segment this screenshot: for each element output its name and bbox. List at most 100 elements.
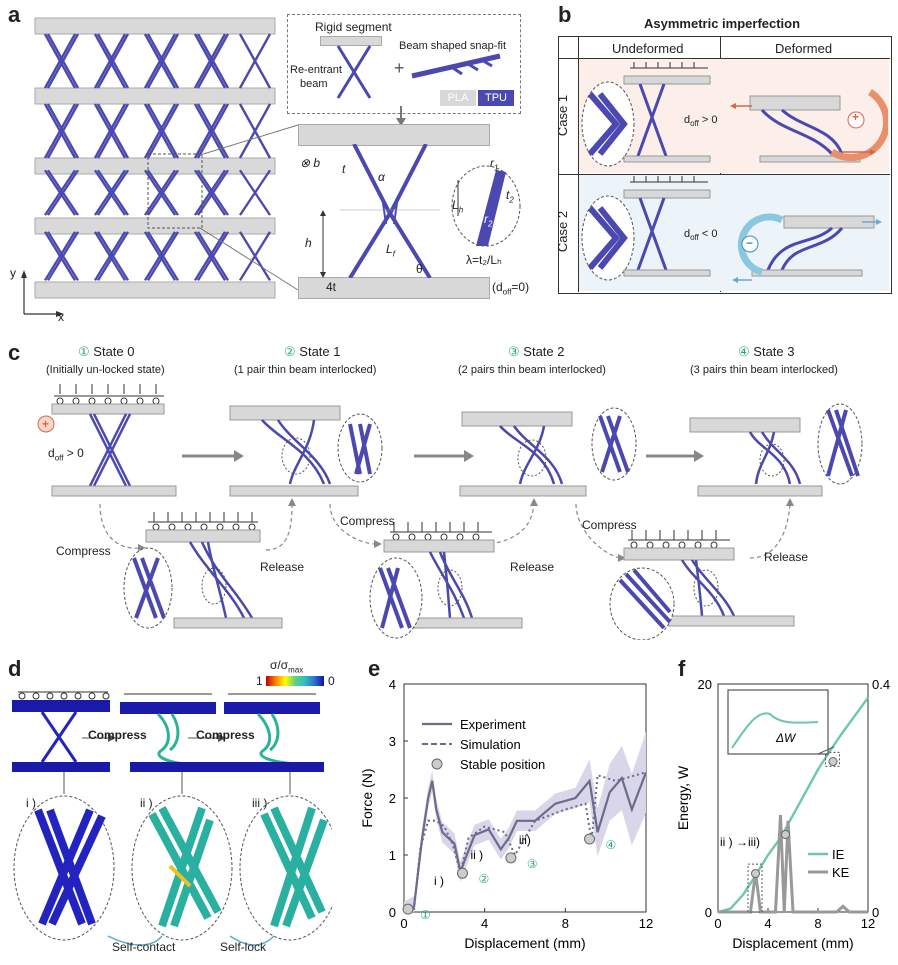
chart-e-point-label: iii)	[519, 833, 531, 847]
reentrant-label-2: beam	[300, 78, 328, 90]
state3-num: ④	[738, 344, 750, 359]
state2-name: State 2	[523, 344, 565, 359]
axis-x-label: x	[58, 310, 64, 324]
panel-b-case-col-line	[578, 36, 579, 292]
deformed-header: Deformed	[775, 41, 833, 56]
r1-label: r1	[490, 156, 498, 172]
case2-undeformed-sketch	[581, 176, 711, 281]
chart-f-legend-ke: KE	[832, 865, 850, 880]
colorbar-title-text: σ/σ	[270, 658, 289, 672]
lh-text: L	[452, 198, 459, 212]
unit-top-plate	[298, 124, 490, 146]
state0-doff-text: d	[48, 446, 55, 460]
lf-label-sub: f	[392, 249, 395, 259]
chart-f-xlabel: Displacement (mm)	[732, 935, 853, 951]
compress-label-d1: Compress	[88, 728, 147, 742]
case1-doff: doff > 0	[684, 114, 718, 128]
case1-label: Case 1	[555, 94, 571, 137]
chart-e-xtick-label: 8	[562, 916, 569, 931]
chart-e-legend-experiment: Experiment	[460, 717, 526, 732]
colorbar-title-sub: max	[288, 665, 304, 675]
panel-b-row-line	[558, 174, 890, 175]
t2-text: t	[506, 188, 510, 202]
tpu-swatch: TPU	[478, 90, 514, 106]
chart-f-xtick-label: 0	[714, 916, 721, 931]
lh-label: Lh	[452, 198, 463, 214]
chart-f-ylabel: Energy, W	[675, 765, 691, 830]
chart-f-zoom-box	[825, 751, 840, 767]
state0-plus: +	[42, 417, 50, 431]
chart-f-xtick-label: 4	[764, 916, 771, 931]
rigid-segment-swatch	[320, 36, 382, 46]
case2-doff-text: d	[684, 228, 691, 240]
panel-b-table	[558, 36, 892, 294]
r1-sub: 1	[494, 163, 499, 173]
lh-sub: h	[458, 205, 464, 215]
chart-e-point-label: i )	[434, 874, 444, 888]
chart-f-ytick-right-label: 0.4	[872, 677, 890, 692]
panel-a-zoom-lines	[200, 124, 299, 291]
panel-e-label: e	[368, 656, 381, 681]
pla-swatch: PLA	[440, 90, 476, 106]
chart-f-ytick-left-label: 0	[705, 905, 712, 920]
chart-f-marker-iii	[781, 829, 790, 839]
chart-e-point-label: ii )	[470, 848, 483, 862]
lambda-label: λ=t₂/Lₕ	[466, 253, 502, 267]
r1-text: r	[490, 156, 494, 170]
chart-f-xtick-label: 12	[861, 916, 875, 931]
chart-f-ytick-right-label: 0	[872, 905, 879, 920]
compress-label-2: Compress	[340, 514, 395, 528]
t2-sub: 2	[509, 195, 514, 205]
chart-e-stable-point	[584, 833, 596, 845]
chart-e-series-experiment	[403, 771, 648, 913]
compress-label-1: Compress	[56, 544, 111, 558]
chart-e-state-label: ①	[420, 908, 431, 922]
release-label-3: Release	[764, 550, 809, 564]
state1-name: State 1	[299, 344, 341, 359]
state3-name: State 3	[753, 344, 795, 359]
release-label-1: Release	[260, 560, 305, 574]
rigid-segment-label: Rigid segment	[315, 20, 392, 34]
compress-label-d2: Compress	[196, 728, 255, 742]
zoom-ii-label: ii )	[140, 796, 153, 810]
chart-f-inset-leader	[817, 746, 835, 755]
compress-label-3: Compress	[582, 518, 637, 532]
panel-b-title: Asymmetric imperfection	[644, 16, 801, 31]
lf-label-text: L	[386, 242, 393, 256]
axes-glyph	[21, 270, 64, 317]
self-lock-label: Self-lock	[220, 940, 267, 954]
chart-e-legend-stable: Stable position	[460, 757, 545, 772]
chart-e-state-label: ④	[606, 838, 617, 852]
state3-desc: (3 pairs thin beam interlocked)	[690, 364, 838, 376]
chart-e-ytick-label: 4	[389, 677, 396, 692]
r2-text: r	[484, 212, 488, 226]
chart-e-ylabel: Force (N)	[360, 768, 375, 827]
chart-e-ytick-label: 0	[389, 905, 396, 920]
b-sym-label: ⊗ b	[300, 156, 321, 170]
state1-num: ②	[284, 344, 296, 359]
undeformed-header: Undeformed	[612, 41, 684, 56]
joint-detail	[451, 165, 521, 247]
unit-cell-beams	[340, 144, 440, 278]
unit-bottom-plate	[298, 277, 490, 299]
state3-title: ④ State 3	[738, 344, 794, 360]
snapfit-sketch	[411, 53, 501, 79]
case1-deformed-sketch	[730, 89, 888, 163]
beam-snapfit-label: Beam shaped snap-fit	[399, 40, 507, 52]
colorbar-lo: 0	[328, 674, 335, 688]
chart-e-ytick-label: 2	[389, 791, 396, 806]
chart-f-xtick-label: 8	[814, 916, 821, 931]
plus-sign: +	[394, 58, 405, 78]
chart-f-marker-zoom	[828, 757, 838, 767]
chart-e-xtick-label: 0	[400, 916, 407, 931]
doff-zero-label: (doff=0)	[492, 280, 529, 296]
reentrant-label-1: Re-entrant	[290, 64, 342, 76]
chart-e-ytick-label: 3	[389, 734, 396, 749]
fourt-label: 4t	[326, 280, 337, 294]
state2-title: ③ State 2	[508, 344, 564, 360]
doff-zero-text: (d	[492, 280, 503, 294]
state1-desc: (1 pair thin beam interlocked)	[234, 364, 377, 376]
panel-a-lattice	[34, 17, 276, 299]
state2-desc: (2 pairs thin beam interlocked)	[458, 364, 606, 376]
